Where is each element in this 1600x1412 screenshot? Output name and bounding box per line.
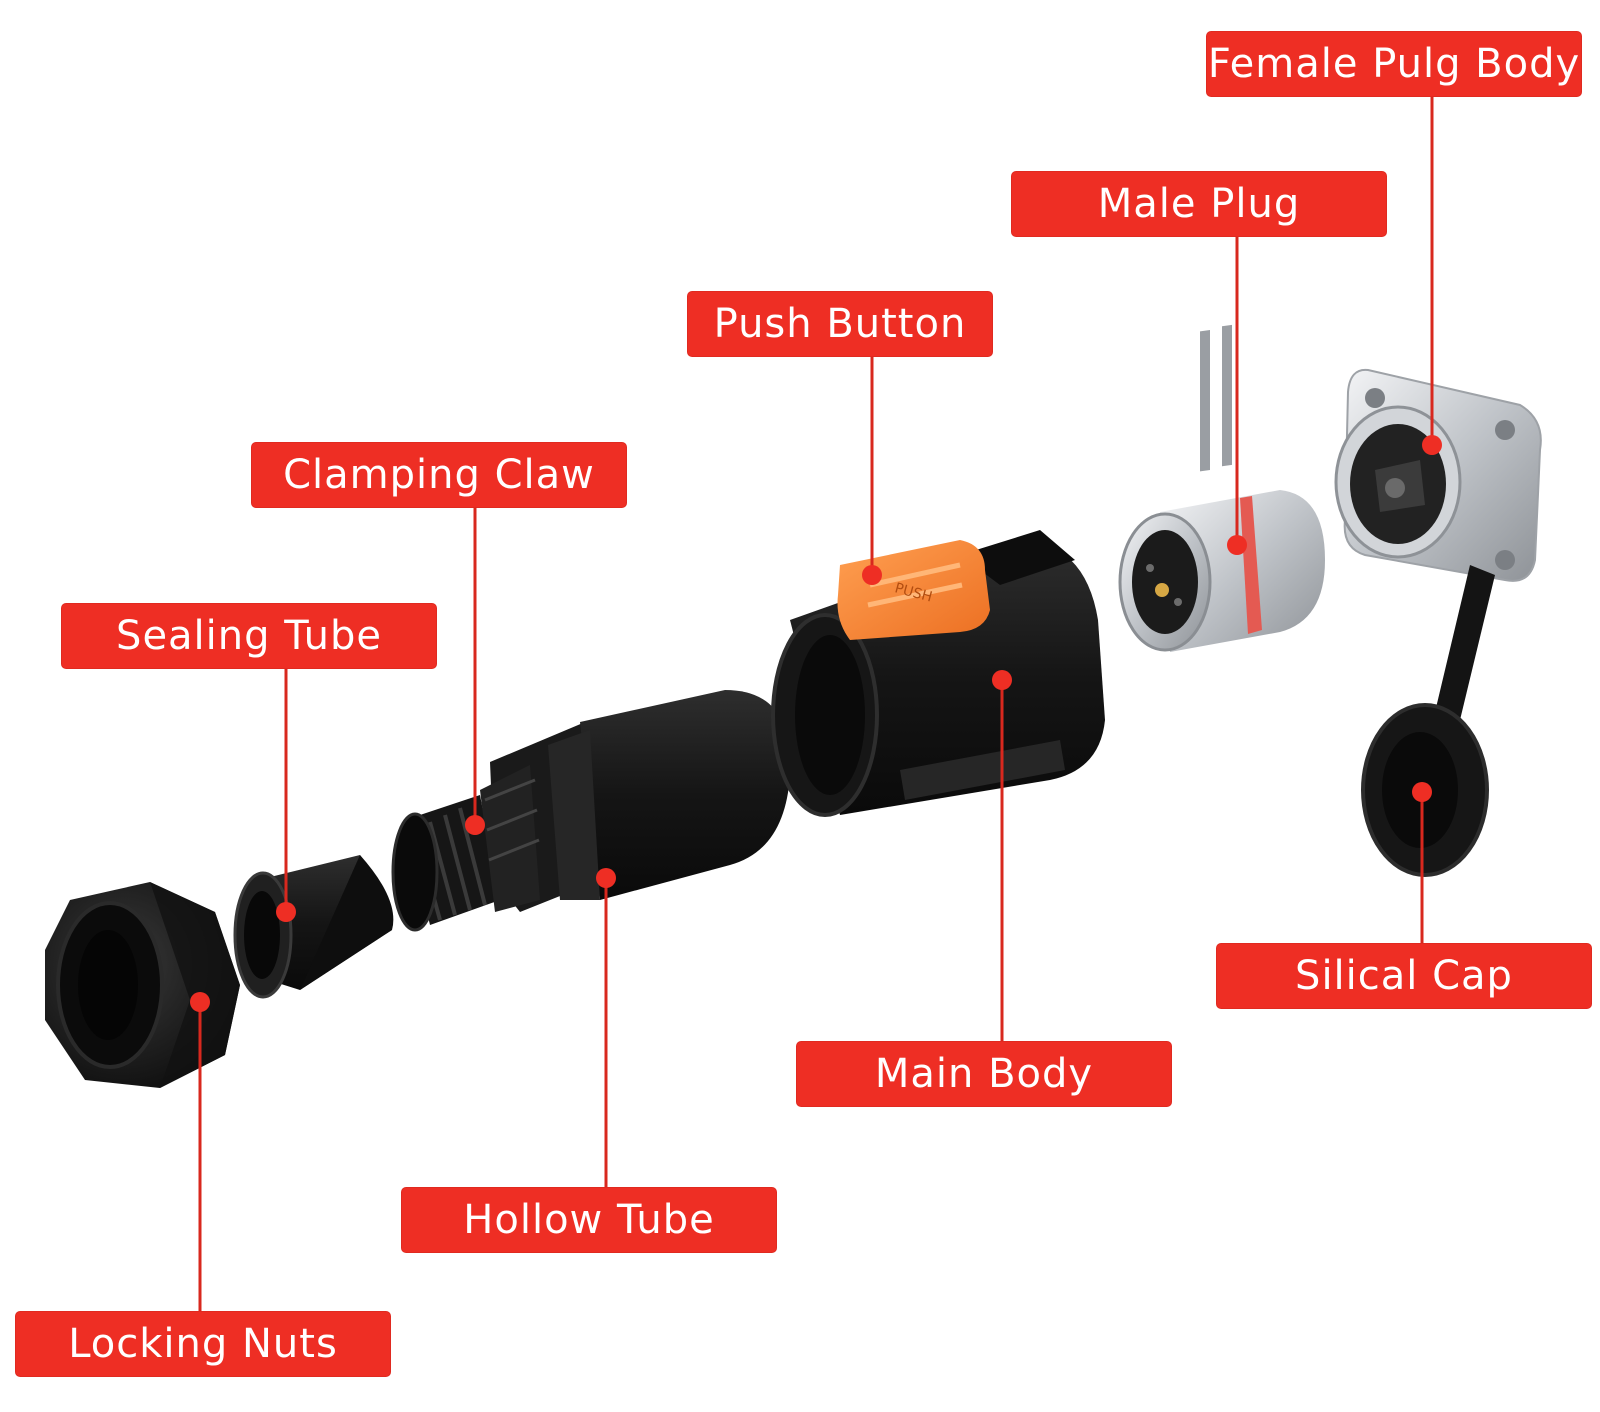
dot-hollow-tube: [596, 868, 616, 888]
hollow-tube-part: [391, 690, 791, 932]
dot-silical-cap: [1412, 782, 1432, 802]
male-plug-part: [1118, 324, 1325, 652]
sealing-tube-part: [233, 855, 394, 999]
dot-female-plug-body: [1422, 435, 1442, 455]
label-sealing-tube: Sealing Tube: [62, 604, 436, 668]
push-button-part: PUSH: [837, 540, 990, 640]
female-plug-body-part: [1334, 368, 1542, 582]
dot-sealing-tube: [276, 902, 296, 922]
label-locking-nuts: Locking Nuts: [16, 1312, 390, 1376]
silical-cap-part: [1361, 565, 1495, 877]
dot-push-button: [862, 565, 882, 585]
label-main-body: Main Body: [797, 1042, 1171, 1106]
leader-lines: [198, 96, 1434, 1312]
label-male-plug: Male Plug: [1012, 172, 1386, 236]
dot-clamping-claw: [465, 815, 485, 835]
dot-locking-nuts: [190, 992, 210, 1012]
label-hollow-tube: Hollow Tube: [402, 1188, 776, 1252]
anchor-dots: [190, 435, 1442, 1012]
label-push-button: Push Button: [688, 292, 992, 356]
label-female-plug-body: Female Pulg Body: [1207, 32, 1581, 96]
locking-nut-part: [45, 882, 240, 1088]
dot-male-plug: [1227, 535, 1247, 555]
label-clamping-claw: Clamping Claw: [252, 443, 626, 507]
label-silical-cap: Silical Cap: [1217, 944, 1591, 1008]
dot-main-body: [992, 670, 1012, 690]
